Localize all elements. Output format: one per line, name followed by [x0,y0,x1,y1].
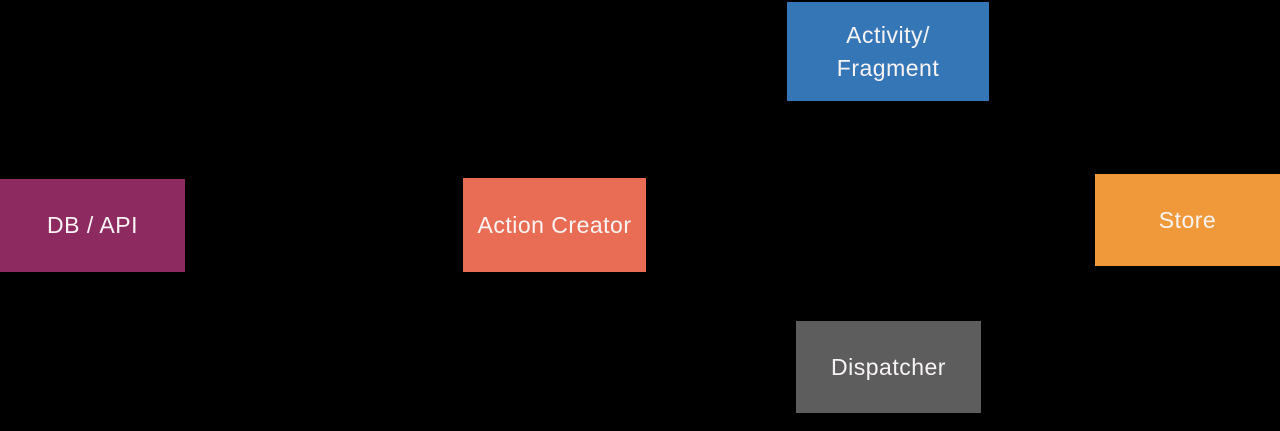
node-activity-fragment-label-line2: Fragment [836,54,940,81]
node-activity-fragment-label-line1: Activity/ [846,21,930,48]
node-dispatcher-label: Dispatcher [831,353,946,380]
node-action-creator-label: Action Creator [477,211,632,238]
node-db-api-label: DB / API [47,212,138,238]
node-action-creator: Action Creator [463,178,646,272]
node-store: Store [1095,174,1280,266]
node-dispatcher: Dispatcher [796,321,981,413]
node-store-label: Store [1158,206,1217,233]
node-activity-fragment: Activity/ Fragment [787,2,989,101]
node-db-api: DB / API [0,179,185,272]
